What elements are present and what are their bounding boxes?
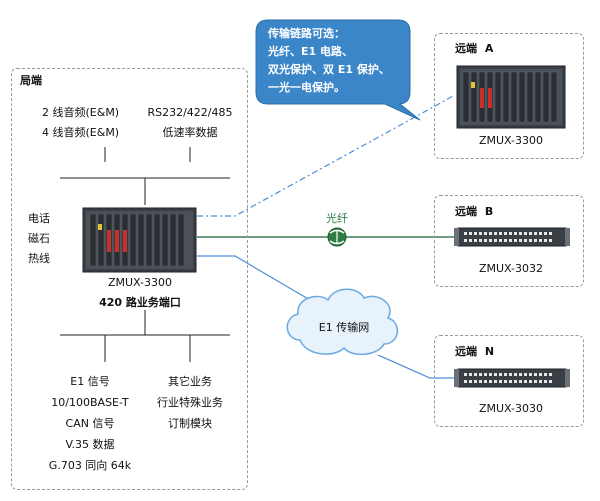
callout-line-2: 光纤、E1 电路、 bbox=[268, 45, 353, 58]
local-device-model: ZMUX-3300 bbox=[107, 276, 173, 289]
service-item: G.703 同向 64k bbox=[48, 459, 132, 472]
service-item: 行业特殊业务 bbox=[157, 396, 223, 409]
remote-n-device-model: ZMUX-3030 bbox=[478, 402, 544, 415]
service-item: 订制模块 bbox=[168, 417, 212, 430]
remote-a-letter: A bbox=[484, 42, 494, 55]
remote-b-title-text: 远端 bbox=[455, 205, 477, 218]
callout-line-3: 双光保护、双 E1 保护、 bbox=[268, 63, 390, 76]
remote-n-zmux-3030-device bbox=[454, 368, 570, 388]
audio-2wire-label: 2 线音频(E&M) bbox=[42, 106, 120, 119]
service-item: 10/100BASE-T bbox=[51, 396, 129, 409]
remote-b-letter: B bbox=[484, 205, 494, 218]
remote-b-box bbox=[434, 195, 584, 287]
hotline-label: 热线 bbox=[28, 252, 50, 265]
low-rate-data-label: 低速率数据 bbox=[162, 126, 218, 139]
callout-line-1: 传输链路可选： bbox=[268, 27, 345, 40]
service-item: CAN 信号 bbox=[65, 417, 115, 430]
remote-a-zmux-3300-device bbox=[456, 65, 566, 129]
audio-4wire-label: 4 线音频(E&M) bbox=[42, 126, 120, 139]
serial-ports-label: RS232/422/485 bbox=[147, 106, 233, 119]
service-item: E1 信号 bbox=[70, 375, 110, 388]
remote-n-title: 远端 N bbox=[455, 345, 494, 358]
callout-text: 传输链路可选： 光纤、E1 电路、 双光保护、双 E1 保护、 一光一电保护。 bbox=[268, 25, 390, 97]
fiber-label: 光纤 bbox=[326, 212, 348, 225]
callout-line-4: 一光一电保护。 bbox=[268, 81, 345, 94]
ports-caption: 420 路业务端口 bbox=[99, 296, 181, 309]
fiber-connector-icon bbox=[327, 227, 347, 247]
service-item: V.35 数据 bbox=[65, 438, 115, 451]
service-item: 其它业务 bbox=[168, 375, 212, 388]
local-zmux-3300-device bbox=[82, 207, 197, 273]
right-services-list: 其它业务 行业特殊业务 订制模块 bbox=[145, 371, 235, 434]
remote-b-zmux-3032-device bbox=[454, 227, 570, 247]
remote-a-title-text: 远端 bbox=[455, 42, 477, 55]
e1-link-remote-n bbox=[377, 354, 458, 379]
remote-a-title: 远端 A bbox=[455, 42, 493, 55]
remote-a-device-model: ZMUX-3300 bbox=[478, 134, 544, 147]
remote-b-title: 远端 B bbox=[455, 205, 493, 218]
magneto-label: 磁石 bbox=[28, 232, 50, 245]
left-services-list: E1 信号 10/100BASE-T CAN 信号 V.35 数据 G.703 … bbox=[30, 371, 150, 476]
remote-n-box bbox=[434, 335, 584, 427]
e1-network-label: E1 传输网 bbox=[318, 321, 370, 334]
phone-label: 电话 bbox=[28, 212, 50, 225]
remote-a-box bbox=[434, 33, 584, 159]
callout-bubble bbox=[255, 19, 421, 121]
remote-n-title-text: 远端 bbox=[455, 345, 477, 358]
e1-link-to-cloud bbox=[197, 255, 311, 301]
local-site-title: 局端 bbox=[20, 74, 42, 87]
remote-b-device-model: ZMUX-3032 bbox=[478, 262, 544, 275]
dashed-link-remote-a bbox=[197, 94, 456, 217]
e1-network-cloud bbox=[286, 288, 398, 356]
remote-n-letter: N bbox=[484, 345, 495, 358]
local-site-box bbox=[11, 68, 248, 490]
